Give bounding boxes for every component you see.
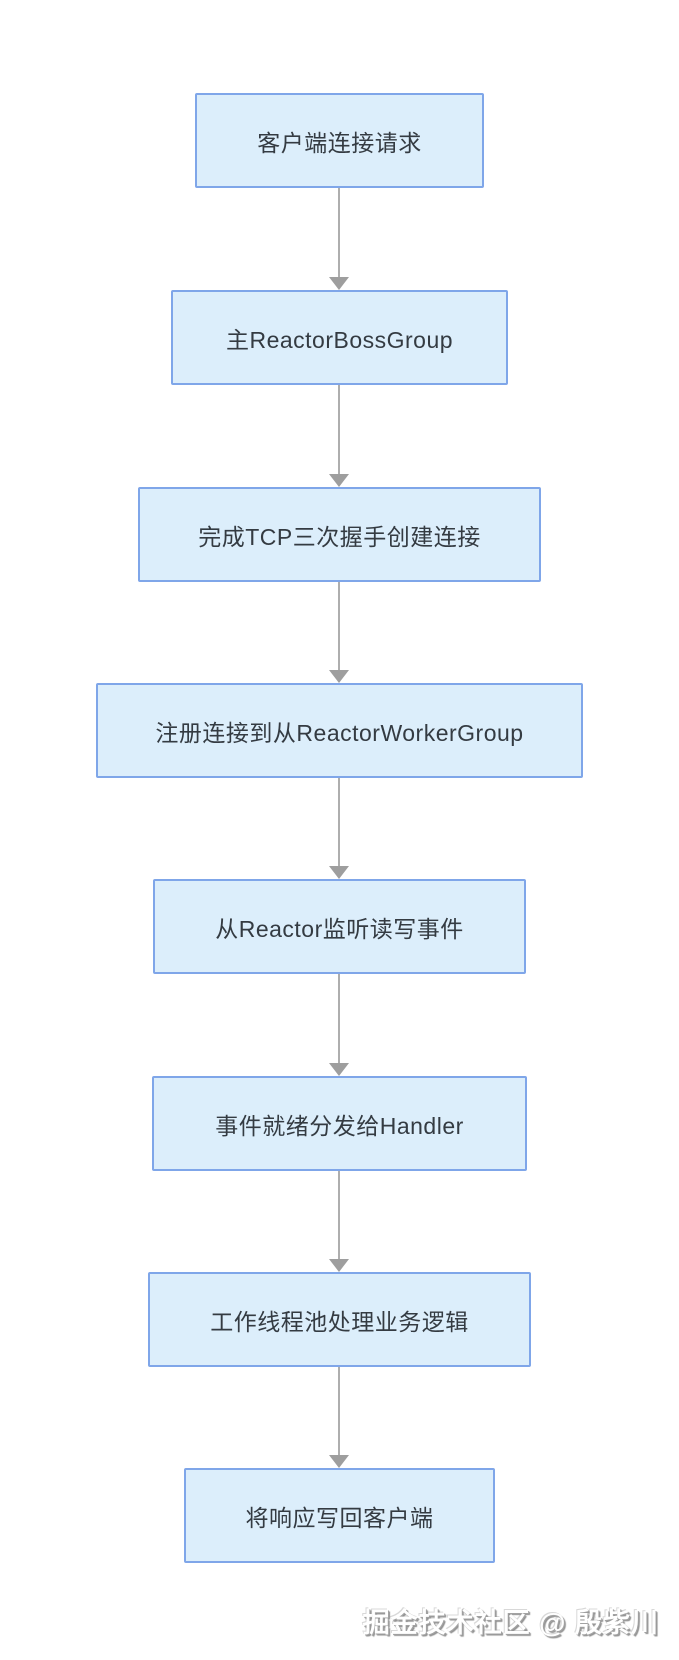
flow-node-label: 工作线程池处理业务逻辑 [210,1308,469,1335]
flow-node-dispatch-handler: 事件就绪分发给Handler [152,1076,527,1171]
flow-node-label: 事件就绪分发给Handler [215,1112,464,1139]
flow-arrow-2 [329,385,350,487]
flow-node-label: 注册连接到从ReactorWorkerGroup [155,719,524,746]
flow-arrow-1 [329,188,350,290]
flow-node-tcp-handshake: 完成TCP三次握手创建连接 [138,487,541,582]
flow-node-worker-pool: 工作线程池处理业务逻辑 [148,1272,531,1367]
flow-node-boss-group: 主ReactorBossGroup [171,290,508,385]
flow-node-label: 从Reactor监听读写事件 [215,915,464,942]
flow-node-write-response: 将响应写回客户端 [184,1468,495,1563]
flow-arrow-5 [329,974,350,1076]
flow-node-register-worker-group: 注册连接到从ReactorWorkerGroup [96,683,583,778]
flow-node-sub-reactor-listen: 从Reactor监听读写事件 [153,879,526,974]
arrow-line [338,188,340,278]
flow-arrow-7 [329,1367,350,1468]
arrow-line [338,974,340,1064]
arrow-head [329,1259,349,1272]
flow-node-label: 将响应写回客户端 [245,1504,434,1531]
flow-node-label: 主ReactorBossGroup [225,326,454,353]
arrow-line [338,1367,340,1456]
arrow-head [329,866,349,879]
flow-node-client-request: 客户端连接请求 [195,93,484,188]
arrow-line [338,1171,340,1260]
flow-arrow-3 [329,582,350,683]
flow-arrow-6 [329,1171,350,1272]
watermark-text: 掘金技术社区 @ 殷紫川 [362,1608,659,1638]
arrow-head [329,474,349,487]
flow-node-label: 客户端连接请求 [257,129,422,156]
flow-arrow-4 [329,778,350,879]
arrow-head [329,277,349,290]
arrow-line [338,582,340,671]
arrow-head [329,1455,349,1468]
arrow-head [329,1063,349,1076]
arrow-line [338,778,340,867]
arrow-line [338,385,340,475]
flow-node-label: 完成TCP三次握手创建连接 [198,523,481,550]
arrow-head [329,670,349,683]
